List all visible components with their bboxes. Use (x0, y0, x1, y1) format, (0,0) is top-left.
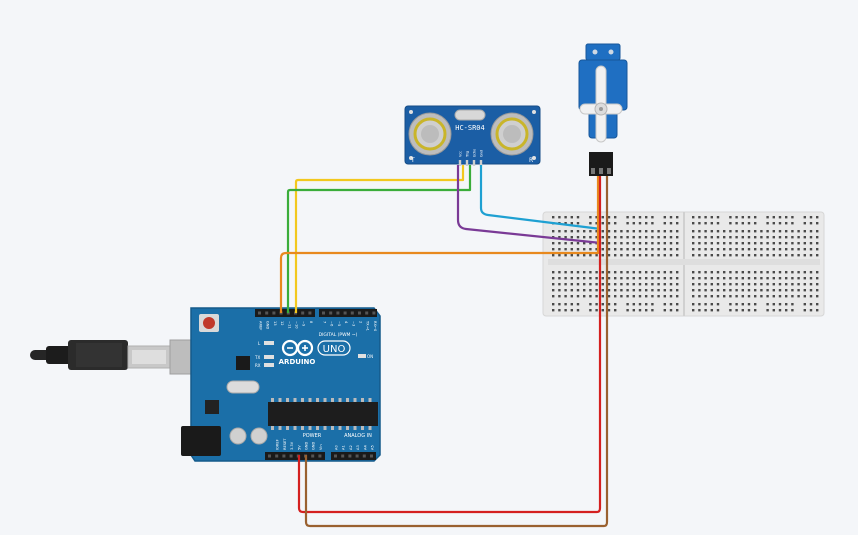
atmega-chip (268, 402, 378, 426)
voltage-regulator (205, 400, 219, 414)
power-pin-label: 3.3V (290, 441, 294, 450)
led-rx-label: RX (255, 363, 261, 368)
digital-pin-label: 4 (344, 321, 348, 324)
wire-red-5v[interactable] (297, 176, 602, 514)
power-pin-label: GND (312, 442, 316, 450)
wire-purple-vcc[interactable] (456, 165, 602, 245)
sensor-corner-left: T (410, 157, 415, 164)
servo-horn[interactable] (579, 65, 623, 143)
sensor-pin[interactable] (472, 160, 476, 166)
crystal (226, 380, 260, 394)
power-pin-label: RESET (283, 438, 287, 450)
chip-legs (271, 398, 372, 430)
led-l-label: L (258, 341, 261, 346)
digital-header-left[interactable] (255, 309, 315, 317)
digital-pin-label: 7 (323, 321, 327, 323)
digital-pin-label: ~11 (287, 321, 291, 329)
power-jack (181, 426, 221, 456)
capacitor (229, 427, 247, 445)
digital-label: DIGITAL (PWM ~) (319, 332, 358, 338)
sensor-pin[interactable] (479, 160, 483, 166)
digital-pin-label: ~5 (337, 321, 341, 326)
analog-pin-label: A2 (349, 445, 353, 450)
arduino-brand-text: ARDUINO (279, 358, 316, 366)
wires[interactable] (279, 165, 609, 528)
power-pin-label: Vin (319, 444, 323, 450)
transducer-left (408, 112, 452, 156)
breadboard[interactable] (542, 211, 825, 317)
sensor-name: HC-SR04 (455, 124, 485, 132)
digital-pin-label: 8 (309, 321, 313, 324)
power-pin-label: IOREF (276, 439, 280, 450)
digital-pin-label: TX→1 (366, 320, 370, 331)
sensor-pin-label: Echo (473, 149, 477, 157)
analog-pin-label: A3 (356, 445, 360, 450)
arduino-uno[interactable]: ARDUINO UNO L TX RX ON DIGITAL (PWM ~) P… (30, 307, 381, 462)
analog-header[interactable] (331, 452, 376, 460)
reset-button[interactable] (199, 314, 219, 332)
wire-brown-gnd[interactable] (304, 176, 609, 528)
power-pin-label: 5V (297, 445, 301, 450)
digital-pin-label: 12 (280, 321, 284, 326)
digital-pin-label: ~3 (351, 321, 355, 326)
power-label: POWER (303, 433, 322, 439)
wire-orange-servo-signal[interactable] (279, 176, 600, 313)
wire-green-echo[interactable] (286, 165, 472, 313)
transducer-right (490, 112, 534, 156)
digital-pin-label: 2 (359, 321, 363, 323)
power-header[interactable] (265, 452, 325, 460)
servo-motor[interactable] (578, 43, 628, 176)
sensor-pin[interactable] (465, 160, 469, 166)
led-tx-label: TX (254, 355, 260, 360)
digital-pin-label: GND (266, 321, 270, 329)
digital-pin-label: 13 (273, 321, 277, 326)
power-pin-label: GND (305, 442, 309, 450)
digital-pin-label: AREF (259, 321, 263, 330)
analog-pin-label: A5 (371, 445, 375, 450)
analog-pin-label: A1 (342, 445, 346, 450)
sensor-pin-label: Vcc (459, 151, 463, 157)
digital-pin-label: ~9 (302, 321, 306, 327)
analog-label: ANALOG IN (344, 433, 372, 439)
led-on-label: ON (367, 354, 373, 359)
wire-blue-gnd[interactable] (479, 165, 602, 231)
digital-header-right[interactable] (319, 309, 377, 317)
sensor-corner-right: R (529, 157, 533, 164)
analog-pin-label: A0 (335, 445, 339, 450)
wire-yellow-trig[interactable] (294, 165, 465, 313)
breadboard-holes (552, 216, 819, 312)
sensor-pin-label: Trig (466, 151, 470, 158)
sensor-pin[interactable] (458, 160, 462, 166)
digital-pin-label: ~6 (330, 321, 334, 327)
arduino-model-text: UNO (323, 344, 346, 355)
digital-pin-label: ~10 (295, 321, 299, 329)
digital-pin-label: RX←0 (373, 321, 377, 332)
usb-cable[interactable] (30, 340, 171, 370)
sensor-crystal (454, 109, 486, 121)
sensor-pin-label: Gnd (480, 150, 484, 157)
status-leds: L TX RX ON (254, 341, 373, 368)
analog-pin-label: A4 (363, 445, 367, 450)
usb-chip (236, 356, 250, 370)
arduino-logo: ARDUINO UNO (279, 339, 351, 366)
capacitor (250, 427, 268, 445)
